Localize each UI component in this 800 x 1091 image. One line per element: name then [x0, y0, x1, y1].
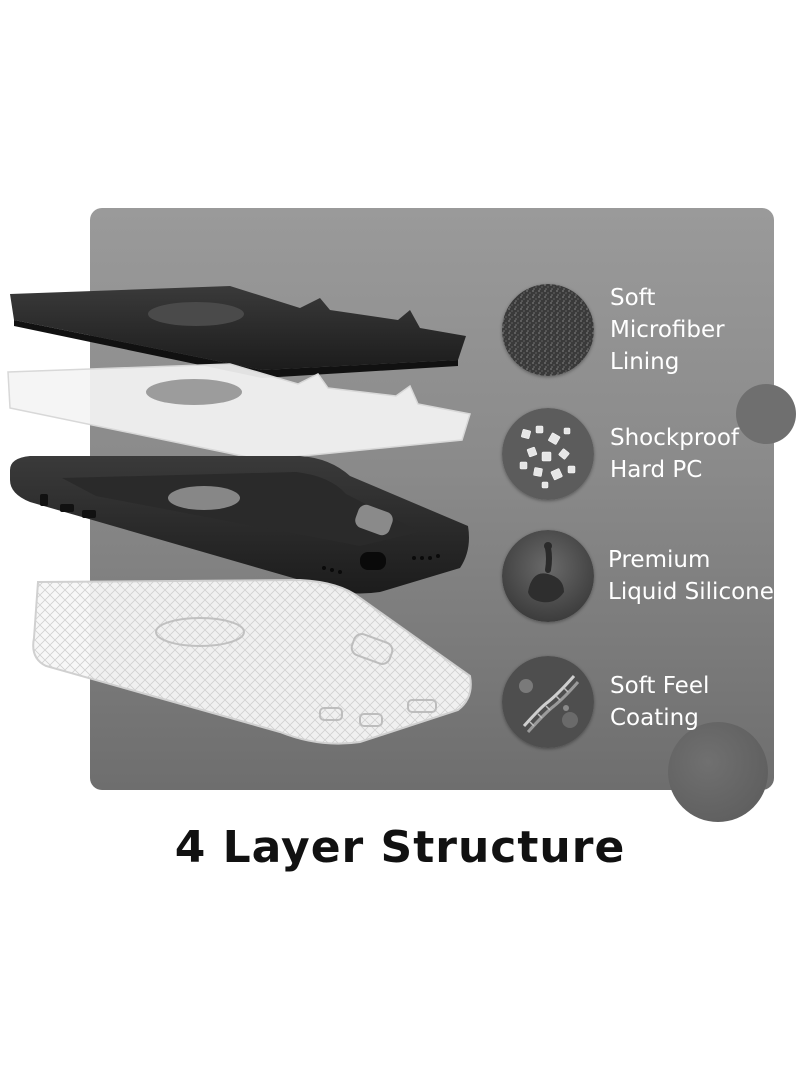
feature-label: Premium Liquid Silicone [608, 547, 774, 605]
feature-soft-feel-coating: Soft Feel Coating [502, 656, 709, 748]
page-title: 4 Layer Structure [174, 822, 626, 873]
feature-label: Soft Feel Coating [610, 673, 710, 731]
liquid-silicone-icon [502, 530, 594, 622]
decorative-circle [736, 384, 796, 444]
soft-feel-coating-layer [32, 578, 472, 745]
pc-crystals-icon [502, 408, 594, 500]
decorative-circle [668, 722, 768, 822]
feature-label: Shockproof Hard PC [610, 425, 740, 483]
microfiber-lining-layer [10, 286, 466, 378]
hard-pc-layer [7, 363, 471, 461]
feature-liquid-silicone: Premium Liquid Silicone [502, 530, 774, 622]
microfiber-texture-icon [502, 284, 594, 376]
case-layers-illustration [7, 286, 472, 745]
feature-label: Soft Microfiber Lining [610, 285, 725, 375]
liquid-silicone-layer [10, 456, 469, 594]
feature-hard-pc: Shockproof Hard PC [502, 408, 739, 500]
feature-microfiber-lining: Soft Microfiber Lining [502, 282, 725, 378]
dna-coating-icon [502, 656, 594, 748]
